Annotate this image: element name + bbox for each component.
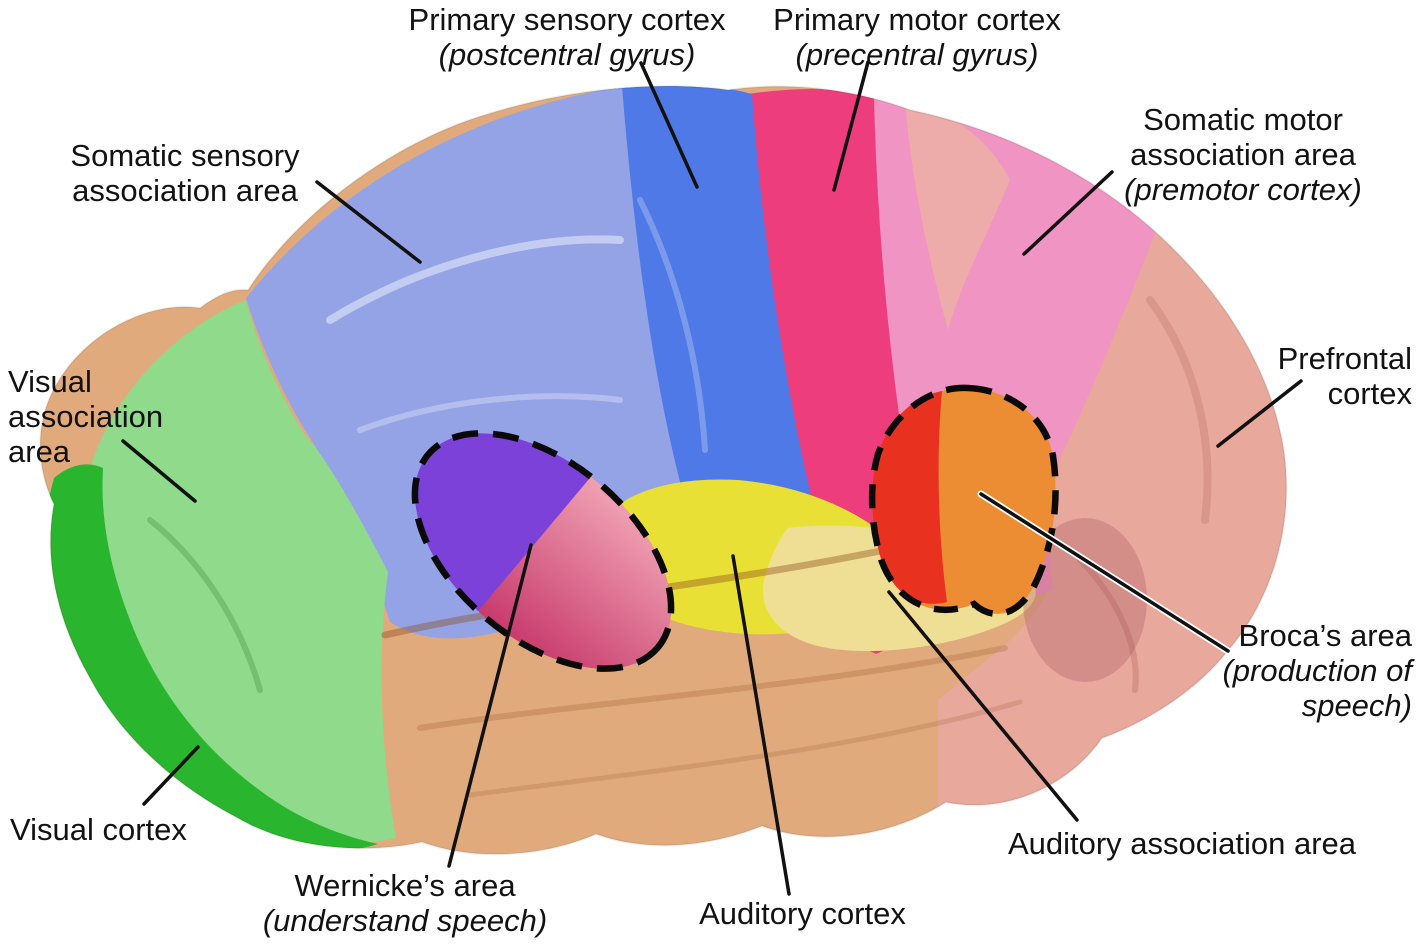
gyrus-highlight (905, 100, 1010, 330)
broca-red-part (872, 391, 947, 604)
wernicke-leader-line (447, 543, 533, 868)
primary-motor-leader-line (832, 60, 870, 192)
broca-leader-line (979, 492, 1230, 653)
primary-sensory-leader-line (639, 61, 699, 189)
visual-association-label: Visual association area (8, 364, 164, 469)
broca-area-region (868, 384, 1059, 617)
visual-cortex-label: Visual cortex (10, 812, 187, 847)
auditory-cortex-leader-line (731, 554, 791, 896)
somatic-sensory-association-leader-line (315, 180, 422, 264)
visual-association-leader-line (121, 439, 197, 503)
visual-cortex-leader-line (142, 745, 200, 806)
wernicke-label: Wernicke’s area (understand speech) (262, 868, 548, 938)
auditory-cortex-label: Auditory cortex (699, 896, 906, 931)
prefrontal-label: Prefrontal cortex (1277, 341, 1412, 411)
wernicke-dashed-outline (411, 430, 675, 672)
gyri-folds (147, 197, 1212, 798)
auditory-association-leader-line (887, 590, 1079, 822)
brain-outline (39, 85, 1288, 856)
inferior-frontal-shading (1023, 518, 1147, 682)
broca-dashed-outline (868, 384, 1059, 617)
prefrontal-leader-line (1216, 379, 1303, 448)
prefrontal-cortex-region (938, 190, 1287, 855)
auditory-association-label: Auditory association area (1007, 826, 1357, 861)
somatic-sensory-association-label: Somatic sensory association area (70, 138, 300, 208)
somatic-motor-association-leader-line (1022, 170, 1114, 256)
somatic-motor-association-label: Somatic motor association area (premotor… (1124, 102, 1362, 207)
primary-motor-label: Primary motor cortex (precentral gyrus) (773, 2, 1061, 72)
primary-sensory-label: Primary sensory cortex (postcentral gyru… (408, 2, 726, 72)
broca-label: Broca’s area (production of speech) (1222, 618, 1412, 723)
